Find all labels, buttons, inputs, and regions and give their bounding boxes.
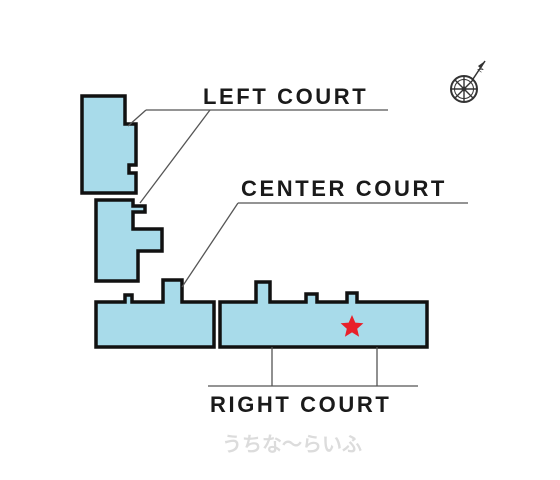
left-court-building	[80, 94, 138, 195]
left-court-leader-lower	[139, 109, 211, 204]
center-court-building	[94, 278, 216, 349]
watermark: うちな〜らいふ	[222, 432, 362, 456]
compass-north-label: N	[477, 66, 486, 74]
center-court-leader	[181, 202, 239, 288]
left-court-building-annex	[94, 198, 164, 283]
compass-rose-icon: N	[450, 60, 486, 103]
left-court-label: LEFT COURT	[203, 84, 368, 109]
right-court-label: RIGHT COURT	[210, 392, 391, 417]
center-court-label: CENTER COURT	[241, 176, 447, 201]
left-court-leader-upper	[127, 109, 147, 127]
right-court-building	[218, 280, 429, 349]
star-icon	[340, 315, 364, 337]
